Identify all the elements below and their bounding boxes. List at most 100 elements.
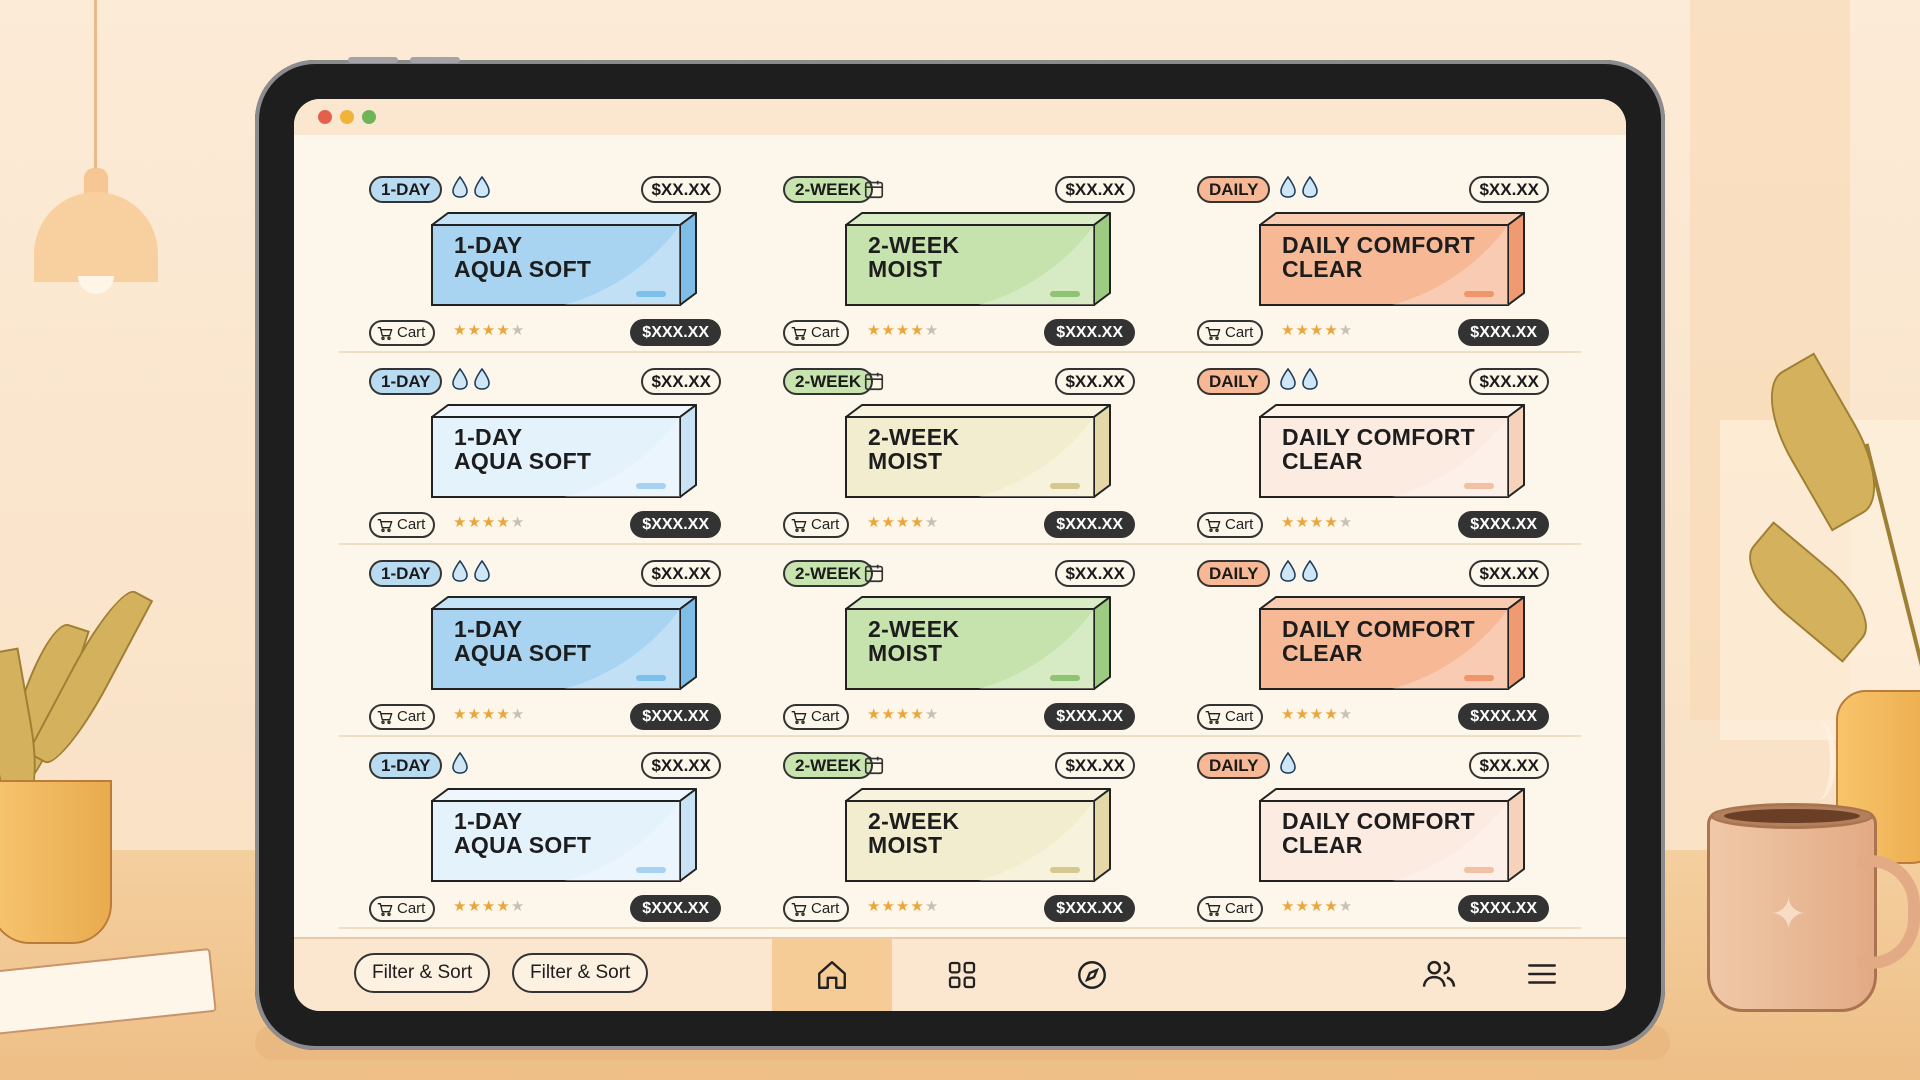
product-title: DAILY COMFORT CLEAR — [1282, 233, 1475, 281]
product-card[interactable]: DAILY $XX.XX DAILY COMFORT CLEAR Cart ★★… — [1167, 353, 1581, 543]
product-box[interactable]: 1-DAY AQUA SOFT — [424, 787, 704, 887]
product-title: 2-WEEK MOIST — [868, 425, 959, 473]
cart-label: Cart — [811, 708, 840, 725]
product-box[interactable]: 1-DAY AQUA SOFT — [424, 403, 704, 503]
total-price: $XXX.XX — [1044, 703, 1135, 730]
cart-label: Cart — [1225, 324, 1254, 341]
cart-label: Cart — [1225, 708, 1254, 725]
close-window-dot[interactable] — [318, 110, 332, 124]
calendar-icon — [864, 180, 884, 199]
product-box[interactable]: 1-DAY AQUA SOFT — [424, 595, 704, 695]
pendant-lamp — [34, 192, 158, 282]
product-title-line2: CLEAR — [1282, 256, 1363, 282]
cart-label: Cart — [397, 900, 426, 917]
water-drop-icon — [1280, 175, 1296, 198]
product-card[interactable]: DAILY $XX.XX DAILY COMFORT CLEAR Cart ★★… — [1167, 737, 1581, 927]
product-title: 2-WEEK MOIST — [868, 809, 959, 857]
add-to-cart-button[interactable]: Cart — [369, 704, 436, 730]
product-title-line2: MOIST — [868, 256, 943, 282]
total-price: $XXX.XX — [1044, 895, 1135, 922]
product-title-line1: 1-DAY — [454, 424, 523, 450]
cart-icon — [377, 326, 393, 340]
product-card[interactable]: DAILY $XX.XX DAILY COMFORT CLEAR Cart ★★… — [1167, 161, 1581, 351]
water-drops-icon — [451, 367, 491, 391]
product-card[interactable]: 2-WEEK $XX.XX 2-WEEK MOIST Cart ★★★★★ $X… — [753, 545, 1167, 735]
home-icon — [818, 961, 846, 989]
product-box[interactable]: DAILY COMFORT CLEAR — [1252, 211, 1532, 311]
filter-sort-button[interactable]: Filter & Sort — [354, 953, 491, 993]
product-title-line2: MOIST — [868, 832, 943, 858]
tablet-button — [410, 57, 460, 63]
total-price: $XXX.XX — [630, 895, 721, 922]
unit-price: $XX.XX — [1469, 176, 1549, 203]
product-box[interactable]: 1-DAY AQUA SOFT — [424, 211, 704, 311]
product-card[interactable]: 1-DAY $XX.XX 1-DAY AQUA SOFT Cart ★★★★★ … — [339, 353, 753, 543]
minimize-window-dot[interactable] — [340, 110, 354, 124]
product-card[interactable]: 2-WEEK $XX.XX 2-WEEK MOIST Cart ★★★★★ $X… — [753, 161, 1167, 351]
product-title-line2: MOIST — [868, 448, 943, 474]
add-to-cart-button[interactable]: Cart — [783, 320, 850, 346]
star-rating: ★★★★★ — [1281, 514, 1354, 531]
steam — [1800, 720, 1836, 800]
star-rating: ★★★★★ — [453, 706, 526, 723]
nav-home[interactable] — [772, 939, 892, 1011]
add-to-cart-button[interactable]: Cart — [783, 704, 850, 730]
calendar-icon — [864, 564, 884, 583]
type-badge: DAILY — [1197, 752, 1271, 779]
product-card[interactable]: 2-WEEK $XX.XX 2-WEEK MOIST Cart ★★★★★ $X… — [753, 353, 1167, 543]
product-box[interactable]: 2-WEEK MOIST — [838, 787, 1118, 887]
product-card[interactable]: 1-DAY $XX.XX 1-DAY AQUA SOFT Cart ★★★★★ … — [339, 545, 753, 735]
product-title-line2: CLEAR — [1282, 448, 1363, 474]
product-box[interactable]: 2-WEEK MOIST — [838, 403, 1118, 503]
water-drop-icon — [452, 751, 468, 774]
nav-grid[interactable] — [902, 939, 1022, 1011]
add-to-cart-button[interactable]: Cart — [369, 512, 436, 538]
water-drop-icon — [452, 367, 468, 390]
coffee-mug: ✦ — [1707, 803, 1920, 1012]
product-box[interactable]: DAILY COMFORT CLEAR — [1252, 403, 1532, 503]
add-to-cart-button[interactable]: Cart — [369, 896, 436, 922]
water-drop-icon — [474, 559, 490, 582]
cart-icon — [791, 326, 807, 340]
product-box[interactable]: DAILY COMFORT CLEAR — [1252, 595, 1532, 695]
total-price: $XXX.XX — [630, 703, 721, 730]
water-drop-icon — [1302, 559, 1318, 582]
add-to-cart-button[interactable]: Cart — [369, 320, 436, 346]
add-to-cart-button[interactable]: Cart — [1197, 704, 1264, 730]
unit-price: $XX.XX — [641, 560, 721, 587]
type-badge: DAILY — [1197, 560, 1271, 587]
product-box[interactable]: 2-WEEK MOIST — [838, 211, 1118, 311]
cart-label: Cart — [1225, 900, 1254, 917]
product-card[interactable]: 1-DAY $XX.XX 1-DAY AQUA SOFT Cart ★★★★★ … — [339, 161, 753, 351]
star-rating: ★★★★★ — [1281, 898, 1354, 915]
product-title-line2: AQUA SOFT — [454, 448, 592, 474]
menu-button[interactable] — [1524, 957, 1560, 996]
product-title-line2: MOIST — [868, 640, 943, 666]
water-drop-icon — [452, 559, 468, 582]
product-box[interactable]: DAILY COMFORT CLEAR — [1252, 787, 1532, 887]
filter-sort-button-2[interactable]: Filter & Sort — [512, 953, 649, 993]
add-to-cart-button[interactable]: Cart — [783, 896, 850, 922]
nav-explore[interactable] — [1032, 939, 1152, 1011]
add-to-cart-button[interactable]: Cart — [1197, 512, 1264, 538]
total-price: $XXX.XX — [630, 319, 721, 346]
add-to-cart-button[interactable]: Cart — [1197, 896, 1264, 922]
product-title: DAILY COMFORT CLEAR — [1282, 617, 1475, 665]
product-card[interactable]: DAILY $XX.XX DAILY COMFORT CLEAR Cart ★★… — [1167, 545, 1581, 735]
maximize-window-dot[interactable] — [362, 110, 376, 124]
product-grid: 1-DAY $XX.XX 1-DAY AQUA SOFT Cart ★★★★★ … — [339, 161, 1581, 929]
product-title: 1-DAY AQUA SOFT — [454, 233, 591, 281]
cart-label: Cart — [397, 708, 426, 725]
screen: 1-DAY $XX.XX 1-DAY AQUA SOFT Cart ★★★★★ … — [294, 99, 1626, 1011]
product-card[interactable]: 1-DAY $XX.XX 1-DAY AQUA SOFT Cart ★★★★★ … — [339, 737, 753, 927]
product-box[interactable]: 2-WEEK MOIST — [838, 595, 1118, 695]
add-to-cart-button[interactable]: Cart — [783, 512, 850, 538]
product-title: DAILY COMFORT CLEAR — [1282, 809, 1475, 857]
cart-label: Cart — [811, 516, 840, 533]
total-price: $XXX.XX — [1458, 703, 1549, 730]
product-title-line1: 2-WEEK — [868, 232, 960, 258]
add-to-cart-button[interactable]: Cart — [1197, 320, 1264, 346]
product-title-line1: DAILY COMFORT — [1282, 808, 1476, 834]
product-card[interactable]: 2-WEEK $XX.XX 2-WEEK MOIST Cart ★★★★★ $X… — [753, 737, 1167, 927]
users-button[interactable] — [1420, 955, 1458, 998]
